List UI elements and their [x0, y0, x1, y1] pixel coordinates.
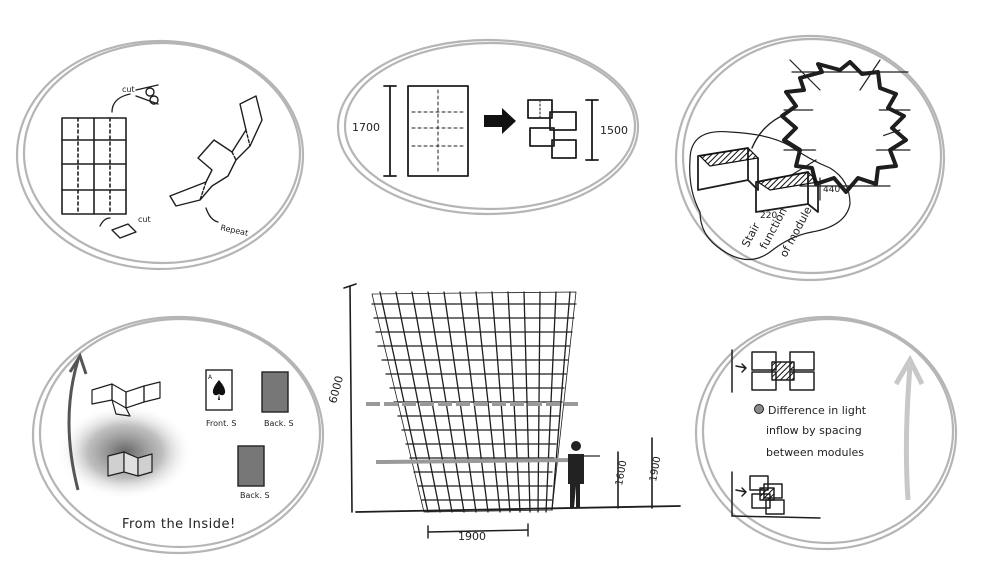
- light-text-3: between modules: [766, 446, 864, 459]
- panel-scale: 1700 1500: [338, 40, 638, 214]
- label-cut-top: cut: [122, 85, 135, 94]
- light-text-2: inflow by spacing: [766, 424, 862, 437]
- dim-1500: 1500: [600, 124, 628, 137]
- module-cluster-bottom: [732, 472, 820, 518]
- full-sheet: [408, 86, 468, 176]
- label-repeat: Repeat: [220, 223, 249, 238]
- cut-arrow: [112, 94, 130, 112]
- dim-1900-width: 1900: [458, 530, 486, 543]
- module-ring: [782, 60, 910, 192]
- panel-elevation: 6000 1600 1900 1900: [326, 284, 680, 543]
- ground-line: [356, 506, 680, 512]
- arrow-right-icon: [484, 108, 516, 134]
- folded-strip: [170, 96, 262, 206]
- panel-light: Difference in light inflow by spacing be…: [696, 317, 956, 549]
- dim-440: 440: [823, 185, 840, 195]
- up-arrow-shaft: [906, 366, 910, 500]
- module-stack: [528, 100, 576, 158]
- label-card-back-2: Back. S: [240, 491, 270, 500]
- light-text-1: Difference in light: [768, 404, 867, 417]
- small-module-icon: [100, 218, 136, 238]
- card-front: A: [206, 370, 232, 410]
- dim-1700: 1700: [352, 121, 380, 134]
- card-back-1: [262, 372, 288, 412]
- repeat-arrow: [206, 208, 218, 222]
- folded-card-bottom: [108, 452, 152, 476]
- dim-6000: 6000: [326, 374, 346, 404]
- dimension-bar-right: [586, 100, 598, 160]
- height-line: [350, 286, 352, 512]
- module-cluster-top: [732, 350, 814, 392]
- label-card-front: Front. S: [206, 419, 236, 428]
- label-cut-bottom: cut: [138, 215, 151, 224]
- paper-grid-sheet: [62, 118, 126, 214]
- scissors-icon: [136, 85, 158, 104]
- bullet-icon: [755, 405, 764, 414]
- dim-1900-vertical: 1900: [648, 456, 663, 483]
- panel-stair: 440 220 Stair function of module: [676, 36, 944, 280]
- panel-inside: A Front. S Back. S Back. S From the Insi…: [33, 317, 323, 553]
- label-card-back-1: Back. S: [264, 419, 294, 428]
- panel-cut-repeat: cut cut Repeat: [17, 41, 303, 269]
- eye-level-line: [376, 460, 572, 462]
- panel-bubble-inner: [24, 43, 300, 263]
- dimension-bar-left: [384, 86, 396, 176]
- dim-1600: 1600: [614, 460, 629, 487]
- card-back-2: [238, 446, 264, 486]
- callout-arrow: [752, 114, 786, 148]
- caption-from-inside: From the Inside!: [122, 517, 236, 532]
- person-figure: [568, 441, 584, 508]
